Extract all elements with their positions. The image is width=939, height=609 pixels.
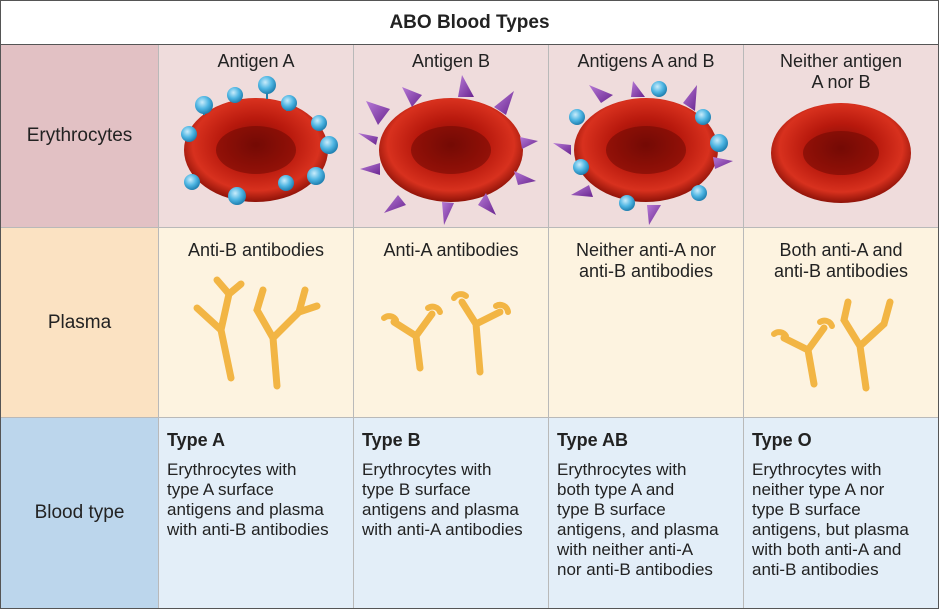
blood-type-title: Type A <box>167 430 226 450</box>
anti-a-and-anti-b-antibody-icon <box>771 298 894 392</box>
blood-type-row-label: Blood type <box>1 418 159 608</box>
anti-b-antibody-icon <box>193 276 321 390</box>
antigen-cell-type-ab: Antigens A and B <box>549 45 744 227</box>
antigen-label: Neither antigen A nor B <box>779 51 903 92</box>
antibodies-label: Both anti-A and anti-B antibodies <box>773 240 909 281</box>
antigen-label: Antigen B <box>411 51 491 71</box>
plasma-row-label: Plasma <box>1 228 159 417</box>
figure-title: ABO Blood Types <box>1 1 938 45</box>
plasma-cell-type-b: Anti-A antibodies <box>354 228 549 417</box>
blood-type-title: Type AB <box>557 430 629 450</box>
erythrocyte-antigen-b-icon <box>358 75 538 225</box>
blood-type-cell-ab: Type AB Erythrocytes with both type A an… <box>549 418 744 608</box>
antigen-label: Antigen A <box>217 51 295 71</box>
antigen-label: Antigens A and B <box>577 51 715 71</box>
antigen-cell-type-a: Antigen A <box>159 45 354 227</box>
blood-type-title: Type B <box>362 430 421 450</box>
antibodies-label: Anti-A antibodies <box>383 240 519 260</box>
blood-type-description: Erythrocytes with type B surface antigen… <box>362 460 523 539</box>
erythrocytes-row: Erythrocytes Antigen A Ant <box>1 45 938 228</box>
blood-type-cell-o: Type O Erythrocytes with neither type A … <box>744 418 938 608</box>
plasma-cell-type-ab: Neither anti-A nor anti-B antibodies <box>549 228 744 417</box>
erythrocyte-antigen-a-icon <box>181 76 338 205</box>
blood-type-description: Erythrocytes with both type A and type B… <box>557 460 719 579</box>
anti-a-antibody-icon <box>381 291 511 376</box>
antigen-cell-type-b: Antigen B <box>354 45 549 227</box>
antibodies-label: Anti-B antibodies <box>187 240 325 260</box>
plasma-cell-type-a: Anti-B antibodies <box>159 228 354 417</box>
blood-type-description: Erythrocytes with neither type A nor typ… <box>752 460 909 579</box>
blood-type-cell-a: Type A Erythrocytes with type A surface … <box>159 418 354 608</box>
antigen-cell-type-o: Neither antigen A nor B <box>744 45 938 227</box>
erythrocyte-antigen-ab-icon <box>553 81 733 225</box>
antibodies-label: Neither anti-A nor anti-B antibodies <box>575 240 717 281</box>
erythrocyte-no-antigen-icon <box>771 103 911 203</box>
plasma-cell-type-o: Both anti-A and anti-B antibodies <box>744 228 938 417</box>
blood-type-cell-b: Type B Erythrocytes with type B surface … <box>354 418 549 608</box>
blood-type-title: Type O <box>752 430 812 450</box>
blood-type-row: Blood type Type A Erythrocytes with type… <box>1 418 938 608</box>
erythrocytes-row-label: Erythrocytes <box>1 45 159 227</box>
blood-type-description: Erythrocytes with type A surface antigen… <box>167 460 329 539</box>
plasma-row: Plasma Anti-B antibodies Anti-A antibodi… <box>1 228 938 418</box>
